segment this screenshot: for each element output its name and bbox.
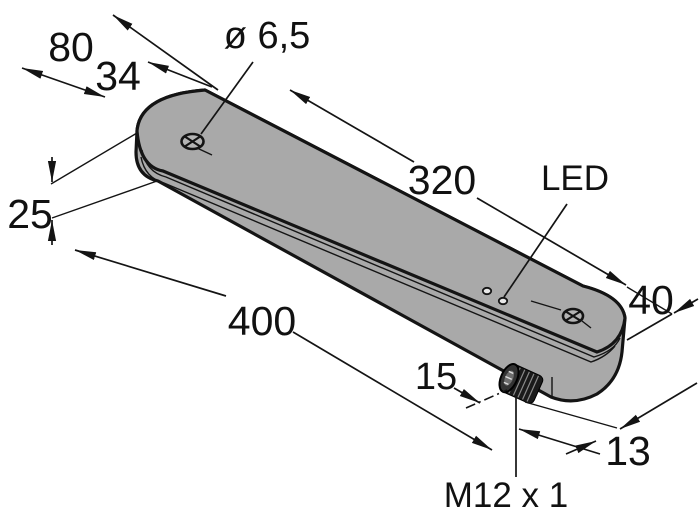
extension-line-right-hole (626, 286, 673, 315)
led-leader (503, 203, 568, 298)
label-led: LED (541, 159, 609, 198)
dimension-labels: 80 34 ø 6,5 320 LED 25 400 40 15 13 M12 … (7, 15, 674, 515)
label-dim-25: 25 (7, 191, 53, 237)
ext-line-connector-bottom (524, 401, 618, 429)
dim-line-15 (453, 387, 481, 404)
side-edge-highlight-2 (140, 156, 616, 363)
dim-line-left-rail (21, 67, 106, 98)
label-hole-diameter: ø 6,5 (224, 15, 311, 57)
connector-centerline (465, 389, 508, 409)
dim-line-40-upper-tail (626, 313, 673, 341)
led-dots (481, 286, 509, 306)
dim-line-40-lower (619, 382, 698, 430)
housing-top-face (135, 88, 627, 354)
label-dim-400: 400 (228, 298, 296, 344)
dim-line-34 (147, 61, 213, 88)
dim-line-320-right (476, 197, 627, 286)
dim-line-400-upper (74, 249, 227, 297)
side-edge-highlight-1 (141, 149, 621, 358)
m12-connector (498, 363, 544, 404)
ext-line-25-bottom (51, 180, 158, 219)
ext-line-25-top (50, 132, 138, 185)
dimension-lines (21, 14, 699, 477)
label-dim-34: 34 (95, 53, 141, 99)
dim-line-80 (112, 14, 219, 91)
led-dot-1 (481, 286, 493, 296)
dim-line-13 (518, 428, 601, 455)
label-dim-80: 80 (48, 24, 94, 70)
dim-line-400-lower (292, 331, 493, 451)
label-thread: M12 x 1 (444, 476, 569, 515)
housing-body (134, 88, 627, 404)
label-dim-15: 15 (415, 356, 457, 398)
label-dim-320: 320 (408, 157, 476, 203)
label-dim-13: 13 (605, 428, 651, 474)
label-dim-40: 40 (628, 277, 674, 323)
dim-line-40-upper (673, 298, 699, 314)
dim-line-320-left (289, 89, 415, 163)
hole-diameter-leader (200, 61, 254, 135)
led-dot-2 (497, 296, 509, 306)
dim-arrow-13-inner (565, 440, 597, 455)
mounting-hole-left (180, 132, 213, 156)
mounting-hole-right (530, 300, 592, 329)
